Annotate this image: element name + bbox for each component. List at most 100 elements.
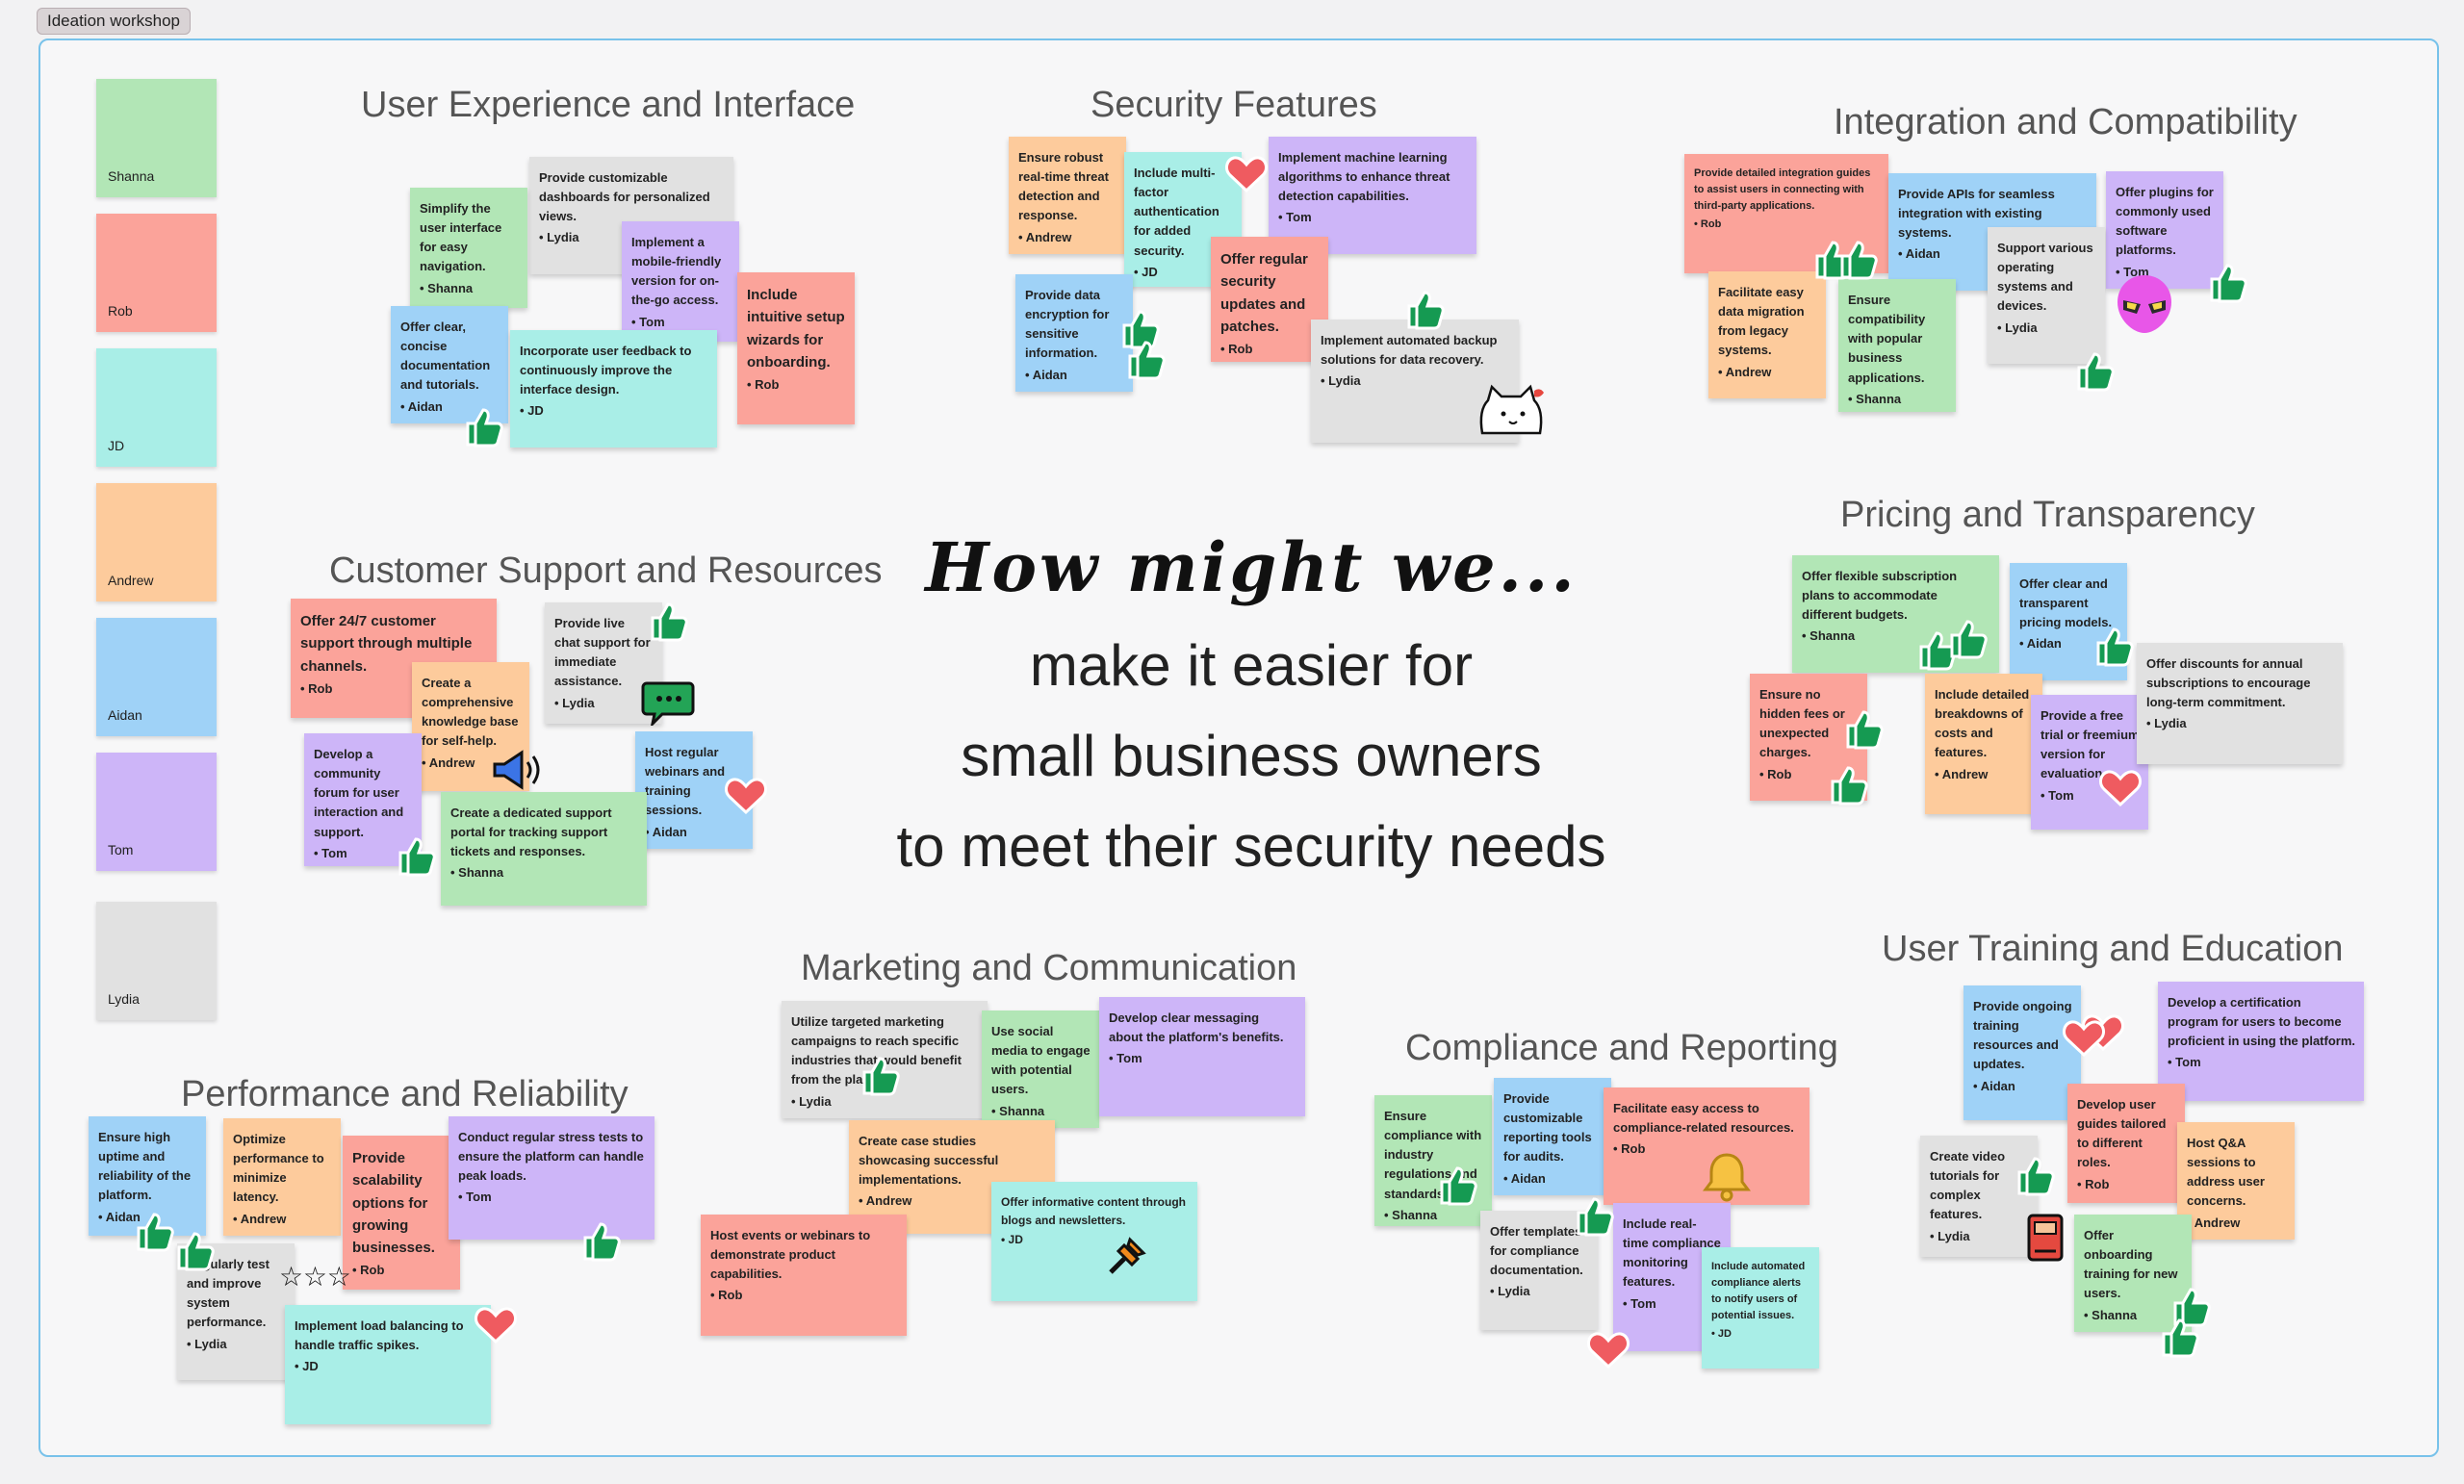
thumbs-up-icon[interactable] — [171, 1228, 216, 1272]
thumbs-up-icon[interactable] — [645, 599, 689, 643]
section-title-integration[interactable]: Integration and Compatibility — [1834, 102, 2297, 142]
thumbs-up-icon[interactable] — [1944, 616, 1989, 660]
section-title-marketing[interactable]: Marketing and Communication — [801, 948, 1297, 988]
sticky-note[interactable]: Provide a free trial or freemium version… — [2031, 695, 2148, 830]
sticky-note[interactable]: Develop user guides tailored to differen… — [2067, 1084, 2185, 1203]
note-author: JD — [520, 401, 708, 421]
sticky-note[interactable]: Implement load balancing to handle traff… — [285, 1305, 491, 1424]
sticky-note[interactable]: Regularly test and improve system perfor… — [177, 1243, 295, 1380]
section-title-pricing[interactable]: Pricing and Transparency — [1840, 495, 2255, 535]
chat-bubble-icon[interactable] — [641, 679, 697, 730]
note-author: Shanna — [1802, 627, 1990, 646]
board-label[interactable]: Ideation workshop — [37, 8, 191, 35]
thumbs-up-icon[interactable] — [460, 404, 504, 448]
heart-icon[interactable] — [724, 774, 768, 816]
sticky-note[interactable]: Host Q&A sessions to address user concer… — [2177, 1122, 2295, 1240]
thumbs-up-icon[interactable] — [2012, 1153, 2056, 1197]
heart-icon[interactable] — [2062, 1016, 2106, 1059]
legend-note-jd[interactable]: JD — [96, 348, 217, 467]
thumbs-up-icon[interactable] — [2071, 348, 2116, 393]
sticky-note[interactable]: Facilitate easy data migration from lega… — [1708, 271, 1826, 398]
thumbs-up-icon[interactable] — [2156, 1315, 2200, 1359]
alien-icon[interactable] — [2114, 271, 2175, 342]
megaphone-icon[interactable] — [489, 749, 543, 796]
legend-note-andrew[interactable]: Andrew — [96, 483, 217, 601]
heart-icon[interactable] — [2098, 766, 2143, 808]
sticky-note[interactable]: Implement machine learning algorithms to… — [1269, 137, 1476, 254]
thumbs-up-icon[interactable] — [2091, 624, 2135, 668]
sticky-note[interactable]: Offer 24/7 customer support through mult… — [291, 599, 497, 718]
sticky-note[interactable]: Use social media to engage with potentia… — [982, 1011, 1099, 1128]
sticky-note[interactable]: Support various operating systems and de… — [1988, 227, 2105, 364]
legend-note-aidan[interactable]: Aidan — [96, 618, 217, 736]
sticky-note[interactable]: Offer onboarding training for new users.… — [2074, 1215, 2192, 1332]
legend-note-tom[interactable]: Tom — [96, 753, 217, 871]
sticky-note[interactable]: Conduct regular stress tests to ensure t… — [449, 1116, 654, 1240]
sticky-note[interactable]: Offer plugins for commonly used software… — [2106, 171, 2223, 289]
thumbs-up-icon[interactable] — [1840, 706, 1885, 751]
thumbs-up-icon[interactable] — [2204, 260, 2248, 304]
thumbs-up-icon[interactable] — [131, 1209, 175, 1253]
heart-icon[interactable] — [1224, 152, 1269, 194]
sticky-note[interactable]: Create a comprehensive knowledge base fo… — [412, 662, 529, 791]
legend-name: Shanna — [108, 168, 155, 184]
thumbs-up-icon[interactable] — [1434, 1163, 1478, 1207]
section-title-compliance[interactable]: Compliance and Reporting — [1405, 1028, 1838, 1068]
sticky-note[interactable]: Ensure compliance with industry regulati… — [1374, 1095, 1492, 1226]
thumbs-up-icon[interactable] — [857, 1053, 901, 1097]
sticky-note[interactable]: Create a dedicated support portal for tr… — [441, 792, 647, 906]
sticky-note[interactable]: Ensure compatibility with popular busine… — [1838, 279, 1956, 412]
sticky-note[interactable]: Incorporate user feedback to continuousl… — [510, 330, 717, 448]
sticky-note[interactable]: Implement a mobile-friendly version for … — [622, 221, 739, 342]
sticky-note[interactable]: Develop a community forum for user inter… — [304, 733, 422, 866]
sticky-note[interactable]: Provide customizable reporting tools for… — [1494, 1078, 1611, 1195]
sticky-note[interactable]: Implement automated backup solutions for… — [1311, 320, 1519, 443]
thumbs-up-icon[interactable] — [1571, 1193, 1615, 1238]
sticky-note[interactable]: Offer clear, concise documentation and t… — [391, 306, 508, 423]
sticky-note[interactable]: Offer regular security updates and patch… — [1211, 237, 1328, 362]
sticky-note[interactable]: Ensure robust real-time threat detection… — [1009, 137, 1126, 254]
pin-icon[interactable] — [1105, 1232, 1151, 1283]
sticky-note[interactable]: Host events or webinars to demonstrate p… — [701, 1215, 907, 1336]
thumbs-up-icon[interactable] — [1122, 337, 1167, 381]
thumbs-up-icon[interactable] — [393, 833, 437, 878]
section-title-security[interactable]: Security Features — [1091, 85, 1377, 125]
legend-note-lydia[interactable]: Lydia — [96, 902, 217, 1020]
sticky-note[interactable]: Provide ongoing training resources and u… — [1964, 985, 2081, 1120]
thumbs-up-icon[interactable] — [1401, 287, 1446, 331]
sticky-note[interactable]: Include intuitive setup wizards for onbo… — [737, 272, 855, 424]
thumbs-up-icon[interactable] — [1825, 762, 1869, 806]
heart-icon[interactable] — [474, 1303, 518, 1345]
sticky-note[interactable]: Include automated compliance alerts to n… — [1702, 1247, 1819, 1369]
sticky-note[interactable]: Offer templates for compliance documenta… — [1480, 1211, 1598, 1330]
bell-icon[interactable] — [1700, 1149, 1754, 1208]
sticky-note[interactable]: Create video tutorials for complex featu… — [1920, 1136, 2038, 1257]
legend-note-shanna[interactable]: Shanna — [96, 79, 217, 197]
sticky-note[interactable]: Simplify the user interface for easy nav… — [410, 188, 527, 308]
note-text: Develop a community forum for user inter… — [314, 747, 404, 839]
heart-icon[interactable] — [1586, 1328, 1630, 1370]
section-title-ux[interactable]: User Experience and Interface — [361, 85, 856, 125]
section-title-support[interactable]: Customer Support and Resources — [329, 550, 883, 591]
sticky-note[interactable]: Develop a certification program for user… — [2158, 982, 2364, 1101]
stars-icon[interactable]: ☆ ☆ ☆ — [279, 1262, 351, 1292]
section-title-performance[interactable]: Performance and Reliability — [181, 1074, 629, 1114]
sticky-note[interactable]: Optimize performance to minimize latency… — [223, 1118, 341, 1236]
sticky-note[interactable]: Ensure high uptime and reliability of th… — [89, 1116, 206, 1236]
sticky-note[interactable]: Offer discounts for annual subscriptions… — [2137, 643, 2343, 764]
sticky-note[interactable]: Offer informative content through blogs … — [991, 1182, 1197, 1301]
book-icon[interactable] — [2026, 1213, 2065, 1267]
prompt-block[interactable]: How might we... make it easier for small… — [847, 527, 1656, 892]
note-author: Tom — [314, 844, 413, 863]
sticky-note[interactable]: Provide scalability options for growing … — [343, 1136, 460, 1290]
thumbs-up-icon[interactable] — [1835, 237, 1879, 281]
cat-icon[interactable] — [1476, 383, 1550, 446]
legend-note-rob[interactable]: Rob — [96, 214, 217, 332]
section-title-training[interactable]: User Training and Education — [1882, 929, 2344, 969]
sticky-note[interactable]: Provide data encryption for sensitive in… — [1015, 274, 1133, 392]
note-text: Provide data encryption for sensitive in… — [1025, 288, 1110, 361]
sticky-note[interactable]: Facilitate easy access to compliance-rel… — [1604, 1087, 1810, 1205]
thumbs-up-icon[interactable] — [578, 1218, 622, 1263]
sticky-note[interactable]: Include detailed breakdowns of costs and… — [1925, 674, 2042, 814]
sticky-note[interactable]: Develop clear messaging about the platfo… — [1099, 997, 1305, 1116]
